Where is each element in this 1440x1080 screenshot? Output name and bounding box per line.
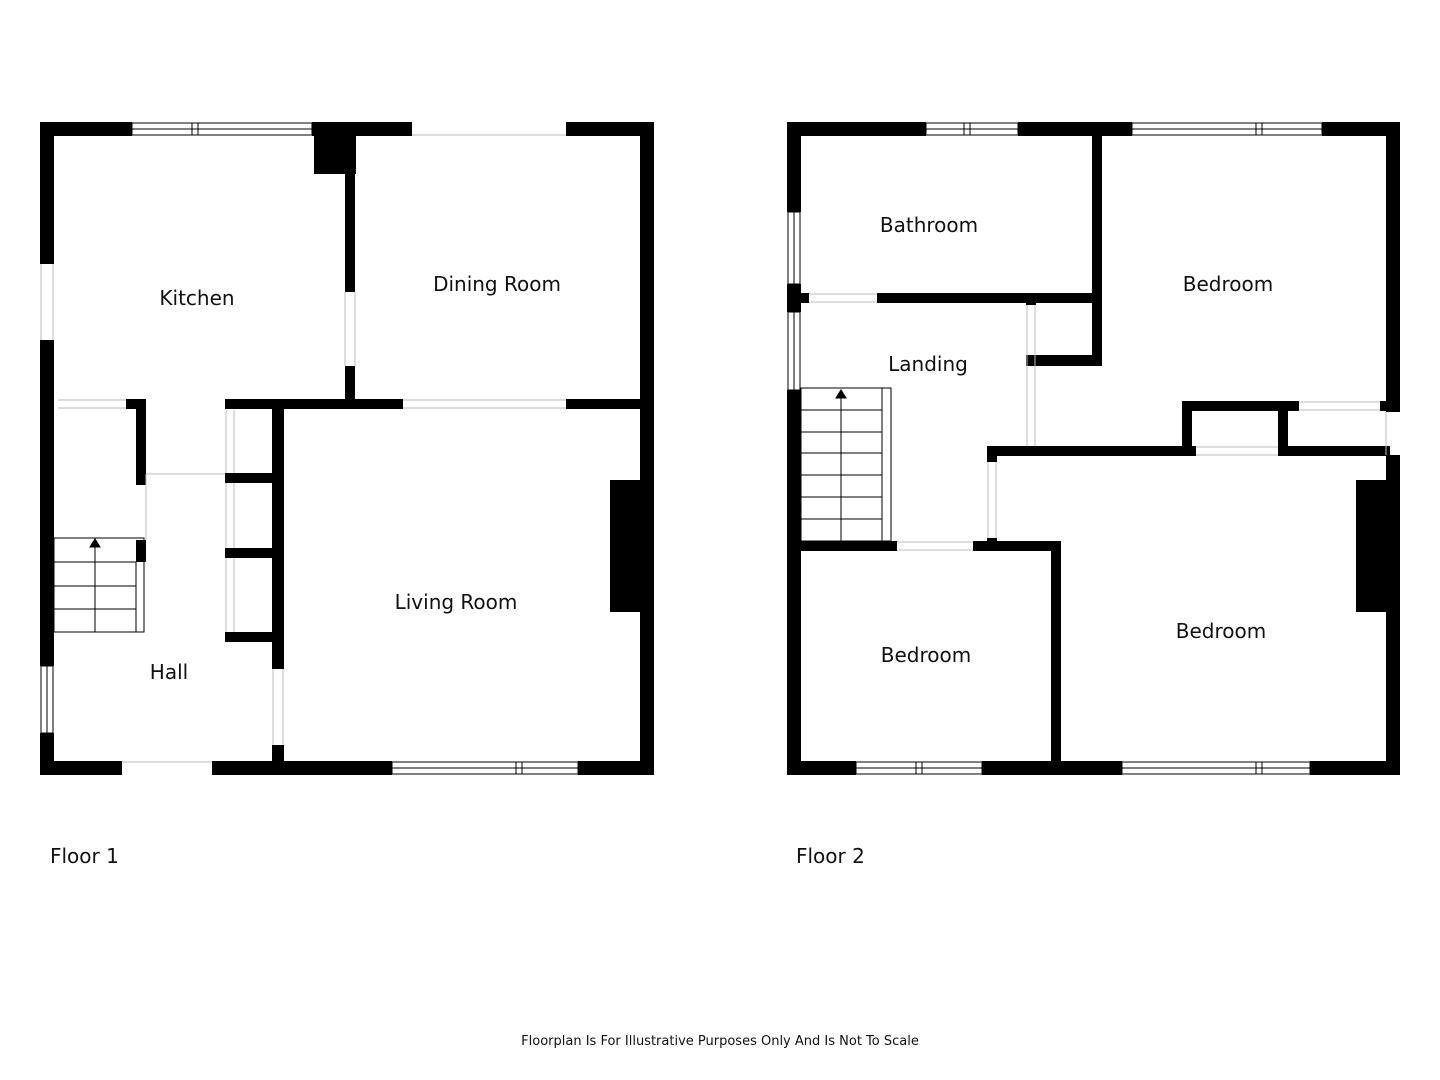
room-label-hall: Hall — [150, 660, 188, 684]
wall — [1018, 122, 1132, 136]
wall — [40, 122, 54, 264]
wall — [566, 122, 654, 136]
room-label-bathroom: Bathroom — [880, 213, 978, 237]
wall — [787, 122, 926, 136]
room-label-bedroom-2: Bedroom — [881, 643, 971, 667]
wall — [640, 122, 654, 775]
wall — [1380, 401, 1390, 411]
floor-label-2: Floor 2 — [796, 844, 865, 868]
wall — [566, 399, 646, 409]
wall — [877, 293, 1102, 303]
wall — [212, 761, 392, 775]
wall — [225, 473, 280, 483]
wall — [136, 540, 146, 562]
wall — [1278, 446, 1390, 456]
wall — [987, 446, 997, 462]
wall — [787, 122, 801, 212]
wall — [987, 446, 1196, 456]
wall — [787, 390, 801, 775]
wall — [345, 366, 355, 408]
wall — [973, 541, 1061, 551]
wall — [1092, 132, 1102, 366]
wall — [578, 761, 654, 775]
wall — [1026, 355, 1102, 366]
wall — [1386, 455, 1400, 775]
floor-2-stairs — [800, 387, 892, 542]
floor-1-plan — [40, 122, 654, 775]
wall — [1026, 300, 1036, 305]
wall — [40, 122, 132, 136]
wall — [225, 548, 280, 558]
floor-1-stairs — [53, 537, 145, 633]
room-label-dining-room: Dining Room — [433, 272, 561, 296]
wall — [1182, 401, 1299, 411]
room-label-living-room: Living Room — [395, 590, 518, 614]
floor-label-1: Floor 1 — [50, 844, 119, 868]
wall — [40, 761, 122, 775]
wall — [1310, 761, 1400, 775]
disclaimer-text: Floorplan Is For Illustrative Purposes O… — [521, 1034, 919, 1049]
wall — [40, 340, 54, 666]
chimney-block — [1356, 480, 1388, 612]
wall — [1278, 401, 1288, 456]
wall — [136, 399, 146, 485]
wall — [272, 399, 284, 669]
wall — [345, 132, 355, 292]
room-label-kitchen: Kitchen — [159, 286, 234, 310]
wall — [787, 761, 856, 775]
wall — [787, 284, 801, 312]
floor-2-plan — [787, 122, 1400, 775]
wall — [797, 541, 897, 551]
floor-1-door-gaps — [40, 134, 566, 763]
wall — [797, 293, 809, 303]
chimney-block — [610, 480, 642, 612]
room-label-landing: Landing — [888, 352, 968, 376]
wall — [1322, 122, 1400, 136]
floor-1-openings — [40, 122, 579, 775]
wall — [40, 733, 54, 775]
floor-2-openings — [787, 122, 1323, 775]
wall — [225, 399, 403, 409]
wall — [1182, 401, 1192, 456]
room-label-bedroom-1: Bedroom — [1183, 272, 1273, 296]
wall — [225, 632, 280, 642]
wall — [1051, 541, 1061, 771]
wall — [1386, 122, 1400, 412]
room-label-bedroom-3: Bedroom — [1176, 619, 1266, 643]
wall — [225, 399, 235, 409]
wall — [272, 745, 284, 769]
floor-2-door-gaps — [809, 293, 1387, 551]
